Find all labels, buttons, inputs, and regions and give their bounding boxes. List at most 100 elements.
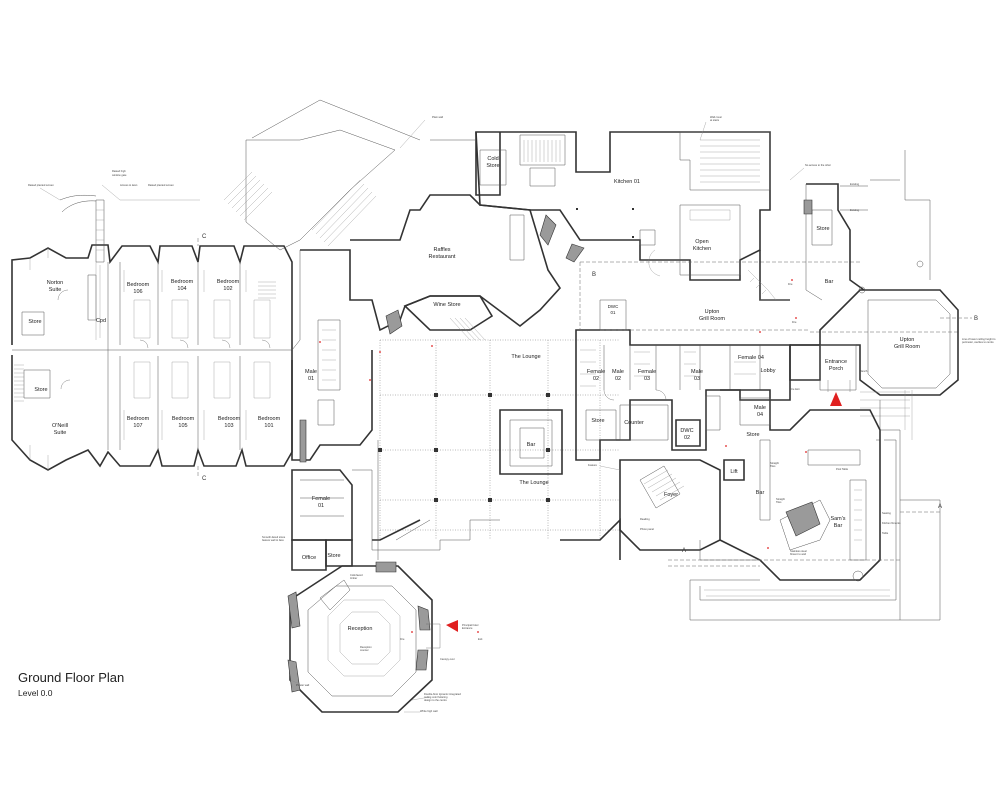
room-label-female-01-number: 01 xyxy=(318,503,324,509)
section-a-marker-east: A xyxy=(938,504,942,510)
room-label-raffles-restaurant: Raffles xyxy=(433,247,450,253)
svg-text:fitment to wall: fitment to wall xyxy=(790,552,806,556)
room-label-kitchen-01: Kitchen 01 xyxy=(614,179,640,185)
room-label-reception: Reception xyxy=(348,626,373,632)
room-label-store-nw: Store xyxy=(28,319,41,325)
svg-text:Bench: Bench xyxy=(860,369,868,373)
room-label-cold-store: Cold xyxy=(487,156,498,162)
central-block: Plain wall Bar xyxy=(223,99,621,713)
room-label-norton-suite: Norton xyxy=(47,280,64,286)
svg-text:Tiles: Tiles xyxy=(776,500,782,504)
east-block: Existing Existing Line of lower ceiling … xyxy=(579,150,996,441)
room-label-female-02: Female xyxy=(587,369,605,375)
room-label-oneill-suite-line2: Suite xyxy=(54,430,67,436)
room-label-store-west: Store xyxy=(34,387,47,393)
room-label-lobby: Lobby xyxy=(761,368,776,374)
room-label-dwc-02-number: 02 xyxy=(684,435,690,441)
section-b-marker-east: B xyxy=(974,316,978,322)
svg-text:Plaster wall: Plaster wall xyxy=(296,683,310,687)
room-label-office: Office xyxy=(302,555,316,561)
room-label-male-04: Male xyxy=(754,405,766,411)
room-label-bar-northeast: Bar xyxy=(825,279,834,285)
room-label-entrance-porch-line2: Porch xyxy=(829,366,843,372)
room-label-male-02: Male xyxy=(612,369,624,375)
room-label-bedroom-107: Bedroom xyxy=(127,416,150,422)
section-c-marker-bottom: C xyxy=(202,476,207,482)
svg-text:Reception: Reception xyxy=(360,645,372,649)
svg-text:Entrance: Entrance xyxy=(462,626,473,630)
room-label-store-east: Store xyxy=(746,432,759,438)
room-label-raffles-restaurant-line2: Restaurant xyxy=(429,254,456,260)
drawing-level: Level 0.0 xyxy=(18,688,53,698)
svg-text:Existing: Existing xyxy=(850,208,860,212)
room-label-bedroom-101: Bedroom xyxy=(258,416,281,422)
room-label-lift: Lift xyxy=(730,469,738,475)
room-label-store-southwest: Store xyxy=(327,553,340,559)
section-b-marker-west: B xyxy=(592,272,596,278)
section-c-marker-top: C xyxy=(202,234,207,240)
room-number-103: 103 xyxy=(224,423,233,429)
room-label-open-kitchen: Open xyxy=(695,239,708,245)
svg-text:at stairs: at stairs xyxy=(710,118,720,122)
svg-text:Wall cover: Wall cover xyxy=(710,115,722,119)
svg-text:Plain wall: Plain wall xyxy=(432,115,443,119)
svg-text:Photo panel: Photo panel xyxy=(640,527,654,531)
svg-text:Kitchen fitments: Kitchen fitments xyxy=(882,521,901,525)
svg-text:Existing: Existing xyxy=(850,182,860,186)
room-label-female-03-number: 03 xyxy=(644,376,650,382)
room-label-upton-grill-line2: Grill Room xyxy=(699,316,725,322)
svg-text:Raised high: Raised high xyxy=(112,169,126,173)
svg-text:Stainless steel: Stainless steel xyxy=(790,549,807,553)
room-label-store-northeast: Store xyxy=(816,226,829,232)
room-label-bedroom-106: Bedroom xyxy=(127,282,150,288)
room-label-norton-suite-line2: Suite xyxy=(49,287,62,293)
svg-text:Fire: Fire xyxy=(788,282,793,286)
svg-text:Straight: Straight xyxy=(776,497,785,501)
svg-text:Tiles: Tiles xyxy=(770,464,776,468)
room-label-male-01: Male xyxy=(305,369,317,375)
room-label-bar-east: Bar xyxy=(756,490,765,496)
svg-text:White high wall: White high wall xyxy=(420,709,438,713)
svg-text:Principal hotel: Principal hotel xyxy=(462,623,479,627)
room-label-lounge-south: The Lounge xyxy=(519,480,548,486)
svg-text:Raised planted screen: Raised planted screen xyxy=(28,183,54,187)
room-number-105: 105 xyxy=(178,423,187,429)
room-label-male-02-number: 02 xyxy=(615,376,621,382)
room-number-102: 102 xyxy=(223,286,232,292)
svg-text:Fire Exit: Fire Exit xyxy=(790,387,800,391)
room-label-entrance-porch: Entrance xyxy=(825,359,847,365)
foyer-and-sams-bar: A A Straight Tiles Straight Tiles Pool T… xyxy=(588,389,942,621)
svg-text:Fire: Fire xyxy=(400,637,405,641)
svg-text:Access to lawn: Access to lawn xyxy=(120,183,138,187)
room-label-upton-grill: Upton xyxy=(705,309,720,315)
svg-text:Double-floor dynamic integrate: Double-floor dynamic integrated xyxy=(424,692,461,696)
svg-text:Feature: Feature xyxy=(588,463,597,467)
room-label-open-kitchen-line2: Kitchen xyxy=(693,246,711,252)
room-label-dwc-01: DWC xyxy=(608,304,619,309)
svg-text:feature wall to face: feature wall to face xyxy=(262,538,284,542)
room-label-lounge-north: The Lounge xyxy=(511,354,540,360)
room-label-foyer: Foyer xyxy=(664,492,678,498)
room-label-upton-grill-room-east: Upton xyxy=(900,337,915,343)
svg-text:Fire: Fire xyxy=(792,320,797,324)
svg-text:window gate: window gate xyxy=(112,173,127,177)
svg-text:Straight: Straight xyxy=(770,461,779,465)
svg-text:Raised planted screen: Raised planted screen xyxy=(148,183,174,187)
svg-text:Pool Table: Pool Table xyxy=(836,467,849,471)
room-label-male-01-number: 01 xyxy=(308,376,314,382)
svg-text:Exit: Exit xyxy=(478,637,483,641)
room-number-106: 106 xyxy=(133,289,142,295)
svg-text:No access to the other: No access to the other xyxy=(805,163,831,167)
room-label-dwc-02: DWC xyxy=(680,428,693,434)
room-number-104: 104 xyxy=(177,286,186,292)
washroom-core: DWC 01 Female 02 Male 02 Female 03 Male … xyxy=(575,299,791,461)
room-label-cpd: Cpd xyxy=(96,318,106,324)
room-label-female-02-number: 02 xyxy=(593,376,599,382)
svg-text:perimeter, cavities to centre: perimeter, cavities to centre xyxy=(962,340,994,344)
room-label-wine-store: Wine Store xyxy=(433,302,460,308)
room-label-counter: Counter xyxy=(624,420,644,426)
drawing-title: Ground Floor Plan xyxy=(18,670,125,685)
svg-text:Reading: Reading xyxy=(640,517,650,521)
room-label-central-bar: Bar xyxy=(527,442,536,448)
room-label-male-03-number: 03 xyxy=(694,376,700,382)
